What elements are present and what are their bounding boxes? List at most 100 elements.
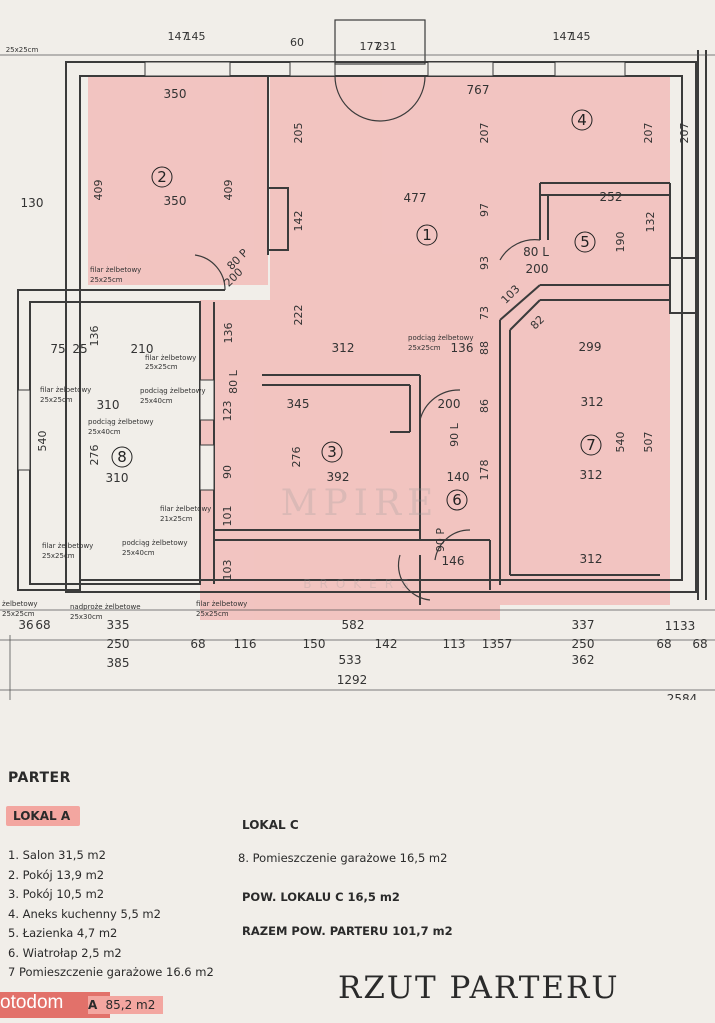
list-item: 5. Łazienka 4,7 m2 bbox=[8, 926, 118, 940]
dim-label: 113 bbox=[443, 637, 466, 651]
dim-label: 75 bbox=[50, 342, 65, 356]
dim-label: 88 bbox=[478, 341, 491, 355]
list-item: 4. Aneks kuchenny 5,5 m2 bbox=[8, 906, 161, 921]
lokal-a-heading: LOKAL A bbox=[6, 806, 81, 826]
door-label: 90 P bbox=[434, 528, 447, 552]
dim-label: 582 bbox=[342, 618, 365, 632]
lokal-a-total-value: 85,2 m2 bbox=[105, 998, 156, 1012]
note-text: nadproże żelbetowe bbox=[70, 603, 141, 611]
dimension-lines bbox=[0, 54, 715, 700]
note-text: filar żelbetowy bbox=[196, 600, 247, 608]
dim-label: 90 bbox=[221, 465, 234, 479]
lokal-a-total: A 85,2 m2 bbox=[88, 996, 164, 1014]
note-text: 25x25cm bbox=[145, 363, 178, 371]
dim-label: 350 bbox=[164, 87, 187, 101]
dim-label: 178 bbox=[478, 460, 491, 481]
dim-label: 222 bbox=[292, 305, 305, 326]
dim-label: 409 bbox=[92, 180, 105, 201]
lokal-c-total: POW. LOKALU C 16,5 m2 bbox=[242, 890, 400, 904]
dim-label: 350 bbox=[164, 194, 187, 208]
dim-label: 101 bbox=[221, 506, 234, 527]
dim-label: 312 bbox=[580, 468, 603, 482]
dim-label: 210 bbox=[131, 342, 154, 356]
note-text: filar żelbetowy bbox=[160, 505, 211, 513]
floor-heading: PARTER bbox=[8, 770, 71, 786]
dim-label: 540 bbox=[614, 432, 627, 453]
entrance-door bbox=[194, 19, 541, 601]
note-text: 25x25cm bbox=[196, 610, 229, 618]
dim-label: 145 bbox=[570, 30, 591, 43]
note-text: 25x25cm bbox=[40, 396, 73, 404]
note-text: podciąg żelbetowy bbox=[140, 387, 206, 395]
note-text: 25x25cm bbox=[90, 276, 123, 284]
lokal-a-highlight bbox=[88, 75, 670, 620]
note-text: 25x25cm bbox=[2, 610, 35, 618]
dim-label: 767 bbox=[467, 83, 490, 97]
room-4-number: 4 bbox=[577, 111, 587, 129]
dim-label: 68 bbox=[692, 637, 707, 651]
room-8-number: 8 bbox=[117, 448, 127, 466]
dim-label: 140 bbox=[447, 470, 470, 484]
dim-label: 97 bbox=[478, 203, 491, 217]
dim-label: 73 bbox=[478, 306, 491, 320]
dim-label: 142 bbox=[292, 211, 305, 232]
dim-label: 145 bbox=[185, 30, 206, 43]
dim-label: 276 bbox=[88, 445, 101, 466]
dim-label: 146 bbox=[442, 554, 465, 568]
dim-label: 25x25cm bbox=[6, 46, 39, 54]
room-2-number: 2 bbox=[157, 168, 167, 186]
note-text: 25x40cm bbox=[122, 549, 155, 557]
dim-label: 86 bbox=[478, 399, 491, 413]
dim-label: 142 bbox=[375, 637, 398, 651]
lokal-a-total-label: A bbox=[88, 998, 98, 1012]
walls bbox=[17, 50, 707, 605]
door-label: 90 L bbox=[448, 422, 461, 446]
dim-label: 177 bbox=[360, 40, 381, 53]
dim-label: 250 bbox=[107, 637, 130, 651]
dim-label: 392 bbox=[327, 470, 350, 484]
dim-label: 337 bbox=[572, 618, 595, 632]
note-text: podciąg żelbetowy bbox=[408, 334, 474, 342]
note-text: podciąg żelbetowy bbox=[122, 539, 188, 547]
note-text: 25x25cm bbox=[42, 552, 75, 560]
list-item: 3. Pokój 10,5 m2 bbox=[8, 887, 105, 901]
dim-label: 507 bbox=[642, 432, 655, 453]
door-label: 80 L bbox=[227, 369, 240, 393]
dim-label: 116 bbox=[234, 637, 257, 651]
dim-label: 345 bbox=[287, 397, 310, 411]
note-text: filar żelbetowy bbox=[40, 386, 91, 394]
dim-label: 250 bbox=[572, 637, 595, 651]
watermark-sub: BROKERS bbox=[303, 577, 416, 591]
dim-label: 533 bbox=[339, 653, 362, 667]
watermark-brand: MPIRE bbox=[281, 483, 440, 524]
dim-label: 68 bbox=[35, 618, 50, 632]
dim-label: 207 bbox=[678, 123, 691, 144]
dim-label: 312 bbox=[580, 552, 603, 566]
vertical-dimension-labels: 409 409 205 142 222 136 207 207 207 190 … bbox=[36, 123, 691, 581]
floor-total: RAZEM POW. PARTERU 101,7 m2 bbox=[242, 924, 453, 938]
dim-label: 130 bbox=[21, 196, 44, 210]
dim-label: 2584 bbox=[667, 692, 698, 700]
dim-label: 136 bbox=[451, 341, 474, 355]
note-text: 25x40cm bbox=[140, 397, 173, 405]
dim-label: 136 bbox=[88, 326, 101, 347]
note-text: 25x25cm bbox=[408, 344, 441, 352]
dim-label: 200 bbox=[526, 262, 549, 276]
floor-plan: 1 2 3 4 5 6 7 8 147 145 60 177 231 147 1… bbox=[0, 19, 715, 700]
dim-label: 385 bbox=[107, 656, 130, 670]
list-item: 8. Pomieszczenie garażowe 16,5 m2 bbox=[238, 851, 448, 865]
dim-label: 103 bbox=[221, 560, 234, 581]
dim-label: 207 bbox=[642, 123, 655, 144]
dim-label: 310 bbox=[106, 471, 129, 485]
list-item: 1. Salon 31,5 m2 bbox=[8, 848, 106, 862]
note-text: filar żelbetowy bbox=[42, 542, 93, 550]
dim-label: 68 bbox=[190, 637, 205, 651]
dimension-labels: 147 145 60 177 231 147 145 25x25cm 350 3… bbox=[6, 30, 708, 700]
dim-label: 312 bbox=[581, 395, 604, 409]
dim-label: 60 bbox=[290, 36, 304, 49]
dim-label: 299 bbox=[579, 340, 602, 354]
dim-label: 123 bbox=[221, 401, 234, 422]
dim-label: 276 bbox=[290, 447, 303, 468]
note-text: filar żelbetowy bbox=[90, 266, 141, 274]
dim-label: 136 bbox=[222, 323, 235, 344]
